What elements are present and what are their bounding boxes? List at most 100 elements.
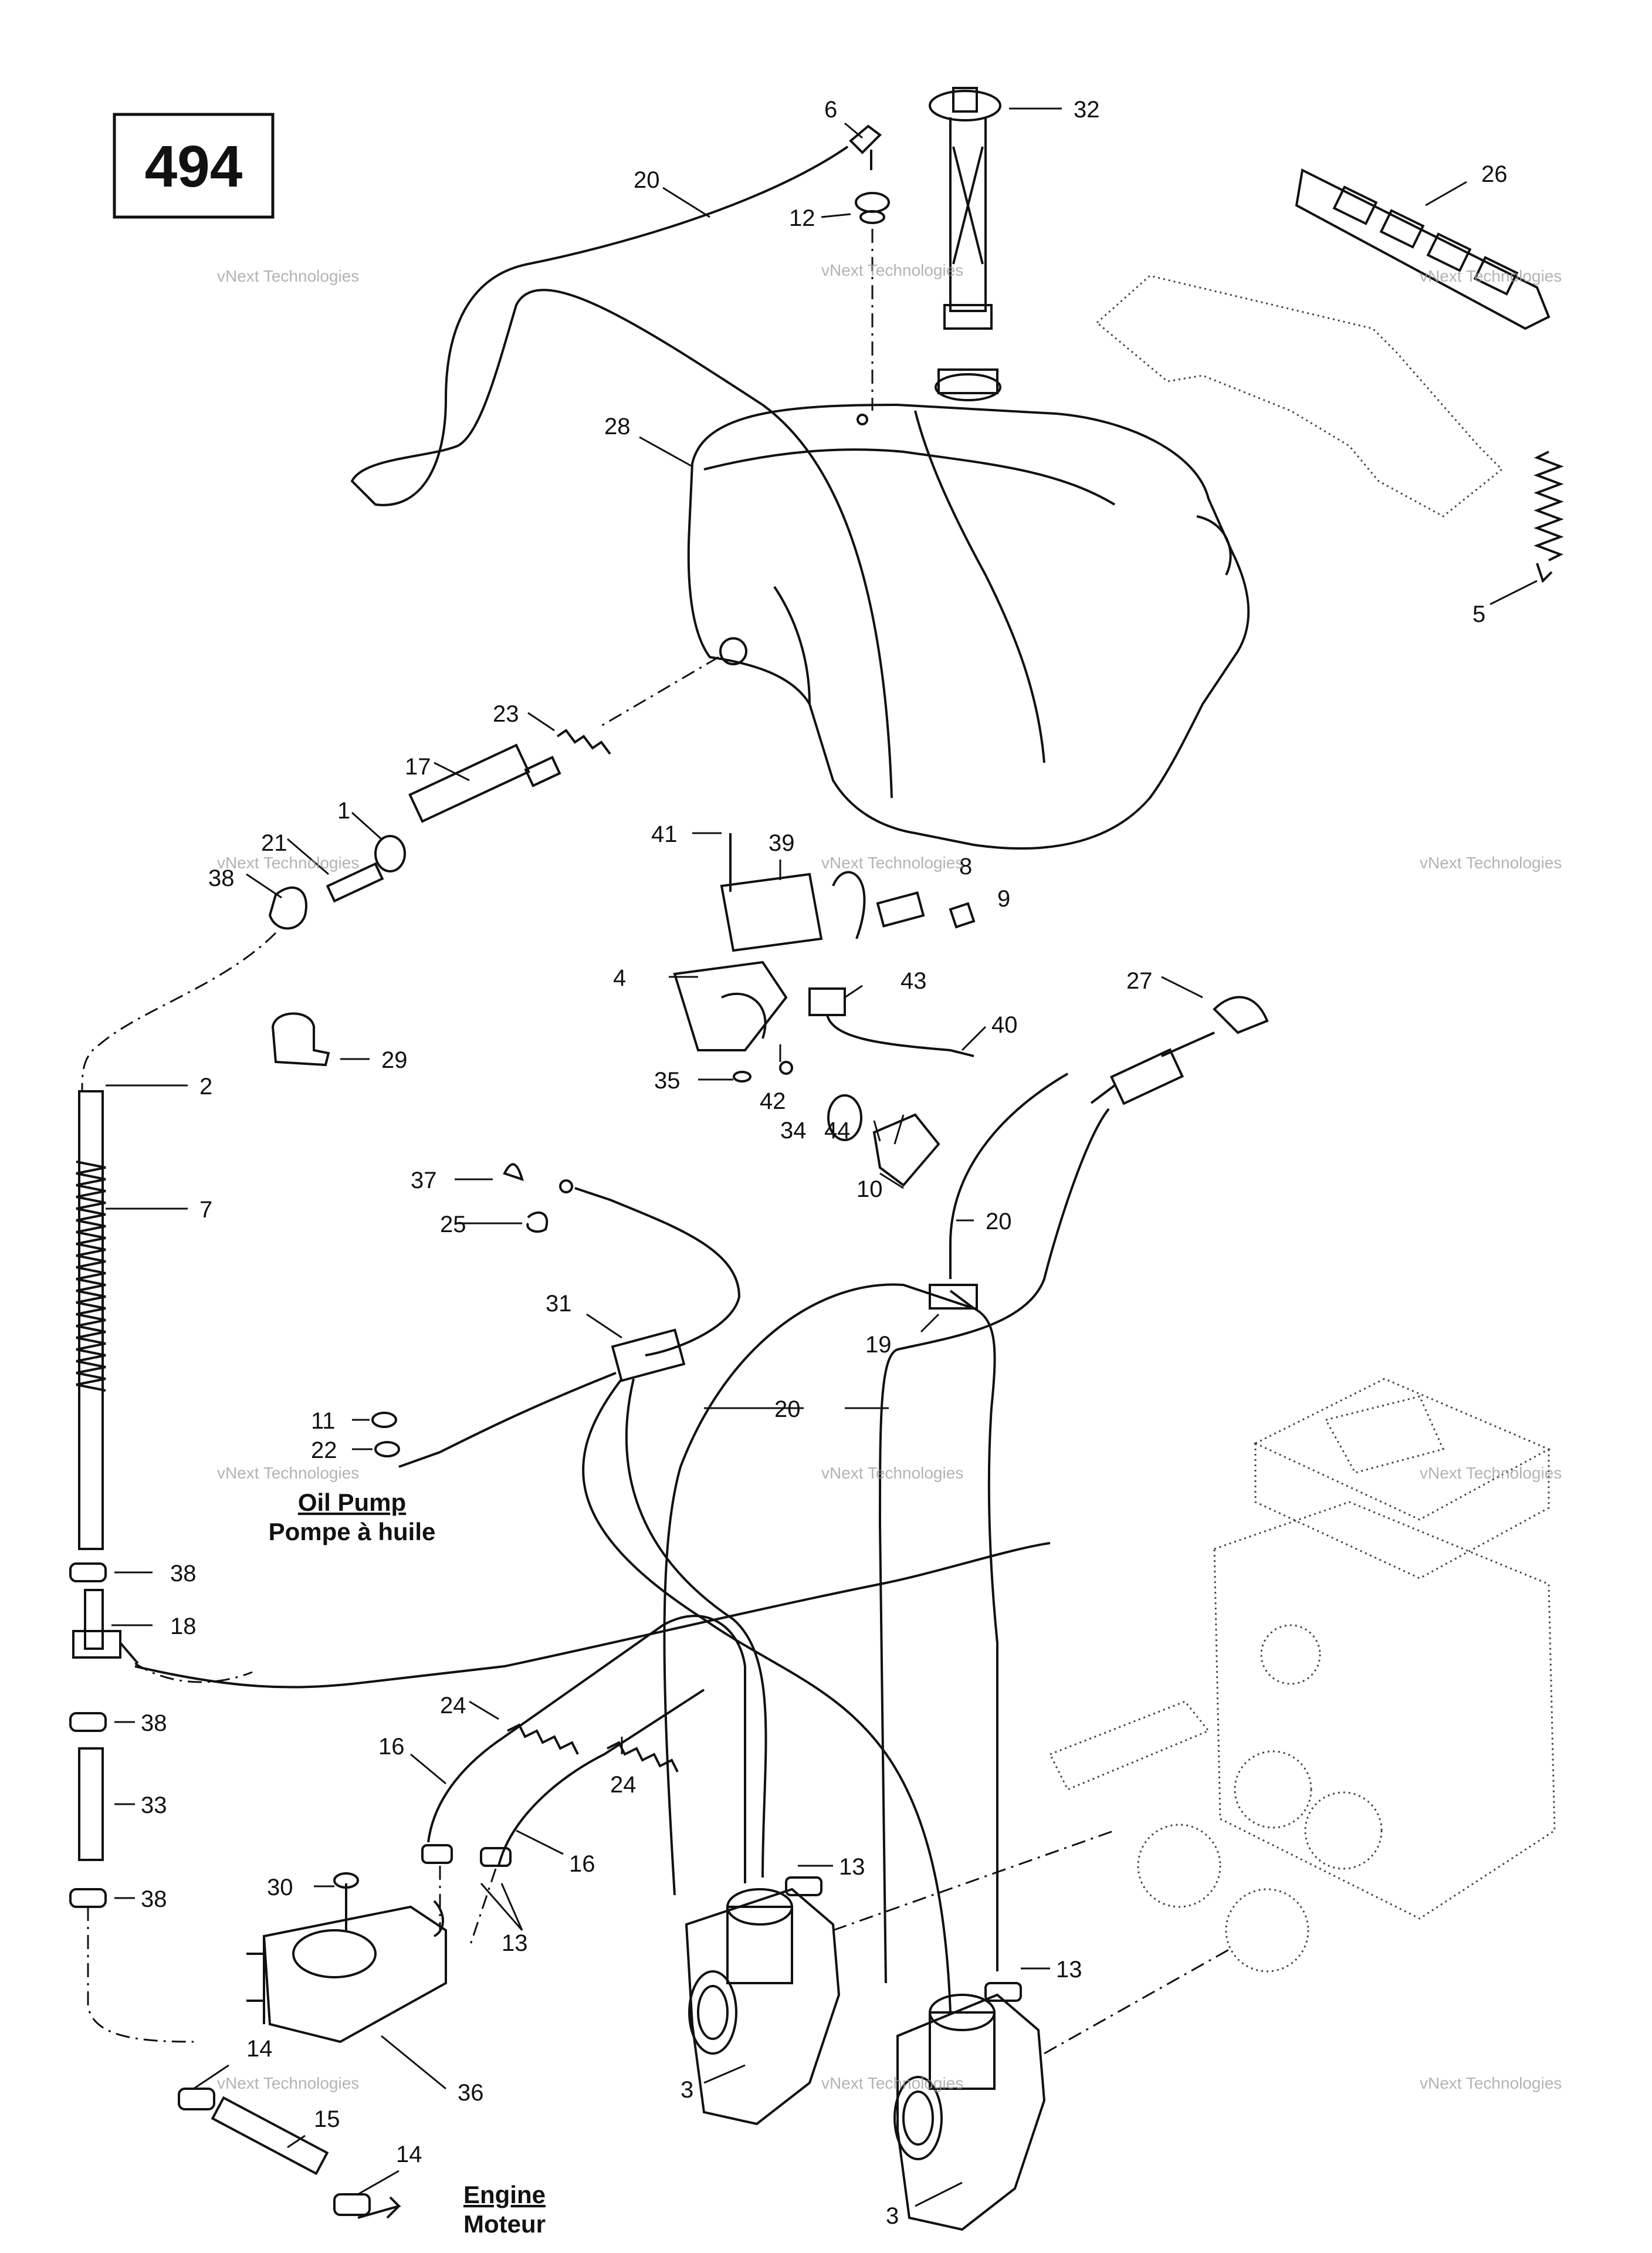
- callout-37: 37: [411, 1168, 437, 1193]
- callout-10: 10: [857, 1176, 883, 1202]
- svg-text:vNext Technologies: vNext Technologies: [821, 261, 963, 279]
- svg-text:vNext Technologies: vNext Technologies: [217, 267, 359, 285]
- callout-24: 24: [610, 1772, 637, 1798]
- pump-supply-hoses: [421, 1615, 746, 1948]
- callout-9: 9: [997, 886, 1010, 912]
- throttle-cable: [371, 1163, 952, 2013]
- engine-label-en: Engine: [463, 2181, 546, 2208]
- callout-40: 40: [991, 1012, 1018, 1038]
- callout-31: 31: [546, 1291, 572, 1317]
- svg-text:vNext Technologies: vNext Technologies: [217, 1464, 359, 1482]
- callout-19: 19: [865, 1332, 892, 1358]
- svg-text:vNext Technologies: vNext Technologies: [821, 2074, 963, 2092]
- callout-18: 18: [170, 1613, 197, 1639]
- callout-24: 24: [440, 1693, 466, 1718]
- callout-3: 3: [886, 2203, 899, 2229]
- callout-1: 1: [337, 798, 350, 824]
- callout-38: 38: [208, 865, 235, 891]
- callout-14: 14: [246, 2036, 273, 2062]
- frame-bracket: [1095, 275, 1504, 517]
- callout-numbers: 32 6 20 12 26 28 5 23 17 1 21 38 41 39 8…: [141, 97, 1508, 2229]
- callout-38: 38: [170, 1561, 197, 1586]
- fuel-cap: [929, 87, 1001, 330]
- callout-3: 3: [681, 2077, 693, 2103]
- callout-21: 21: [261, 830, 287, 856]
- callout-16: 16: [569, 1851, 595, 1877]
- callout-34: 34: [780, 1118, 807, 1144]
- callout-17: 17: [405, 754, 431, 780]
- callout-38: 38: [141, 1710, 167, 1736]
- callout-6: 6: [824, 97, 837, 123]
- svg-text:vNext Technologies: vNext Technologies: [821, 1464, 963, 1482]
- callout-8: 8: [959, 854, 972, 879]
- fuel-hose-long: [76, 1090, 106, 1550]
- callout-22: 22: [311, 1437, 337, 1463]
- callout-26: 26: [1481, 161, 1508, 187]
- oil-pump-label-fr: Pompe à huile: [269, 1518, 436, 1545]
- callout-44: 44: [824, 1118, 851, 1144]
- lower-hose-assembly: [69, 1562, 253, 2043]
- callout-14: 14: [396, 2142, 422, 2167]
- spring: [1533, 451, 1564, 583]
- callout-35: 35: [654, 1068, 681, 1094]
- carb-vent-hoses: [663, 1073, 1110, 1984]
- return-line: [134, 1542, 1051, 1689]
- svg-text:vNext Technologies: vNext Technologies: [217, 2074, 359, 2092]
- callout-7: 7: [199, 1197, 212, 1223]
- callout-13: 13: [839, 1854, 865, 1880]
- air-silencer: [832, 1378, 1556, 2055]
- svg-text:vNext Technologies: vNext Technologies: [1420, 2074, 1562, 2092]
- engine-label: Engine Moteur: [463, 2181, 546, 2238]
- fuel-tank: [687, 368, 1250, 850]
- fuel-pump: [246, 1872, 447, 2044]
- watermarks: vNext Technologies vNext Technologies vN…: [217, 261, 1562, 2092]
- svg-text:vNext Technologies: vNext Technologies: [1420, 854, 1562, 872]
- callout-30: 30: [267, 1875, 293, 1900]
- tank-strap: [1295, 168, 1551, 330]
- bracket-clip: [271, 1012, 330, 1067]
- callout-20: 20: [774, 1396, 801, 1422]
- callout-38: 38: [141, 1886, 167, 1912]
- callout-12: 12: [789, 205, 815, 231]
- callout-15: 15: [314, 2106, 340, 2132]
- callout-11: 11: [311, 1408, 336, 1434]
- callout-42: 42: [760, 1088, 786, 1114]
- engine-label-fr: Moteur: [463, 2210, 546, 2238]
- callout-25: 25: [440, 1212, 466, 1237]
- oil-pump-label-en: Oil Pump: [298, 1489, 406, 1516]
- callout-13: 13: [1056, 1957, 1082, 1983]
- callout-39: 39: [769, 830, 795, 856]
- callout-2: 2: [199, 1074, 212, 1100]
- carburetor-left: [685, 1876, 841, 2126]
- diagram-number: 494: [145, 134, 243, 199]
- primer: [1090, 996, 1269, 1105]
- callout-16: 16: [378, 1734, 405, 1760]
- callout-5: 5: [1472, 601, 1485, 627]
- callout-28: 28: [604, 414, 631, 439]
- callout-27: 27: [1126, 968, 1153, 994]
- callout-23: 23: [493, 701, 519, 727]
- callout-29: 29: [381, 1047, 408, 1073]
- svg-text:vNext Technologies: vNext Technologies: [821, 854, 963, 872]
- callout-33: 33: [141, 1792, 167, 1818]
- oil-pump-label: Oil Pump Pompe à huile: [269, 1489, 436, 1545]
- svg-text:vNext Technologies: vNext Technologies: [217, 854, 359, 872]
- callout-36: 36: [458, 2080, 484, 2106]
- carburetor-right: [893, 1982, 1046, 2231]
- vent-fitting: [849, 124, 890, 411]
- callout-20: 20: [986, 1209, 1012, 1234]
- callout-20: 20: [634, 167, 660, 193]
- callout-41: 41: [651, 821, 678, 847]
- callout-13: 13: [502, 1930, 528, 1956]
- vent-hose-top: [350, 146, 893, 799]
- callout-32: 32: [1074, 97, 1100, 123]
- pump-outlet: [178, 2088, 401, 2219]
- leader-lines: [106, 107, 1538, 2207]
- svg-text:vNext Technologies: vNext Technologies: [1420, 1464, 1562, 1482]
- callout-4: 4: [613, 965, 626, 991]
- callout-43: 43: [901, 968, 927, 994]
- svg-text:vNext Technologies: vNext Technologies: [1420, 267, 1562, 285]
- fuel-outlet-assembly: [81, 656, 719, 1092]
- diagram-number-box: 494: [113, 113, 275, 219]
